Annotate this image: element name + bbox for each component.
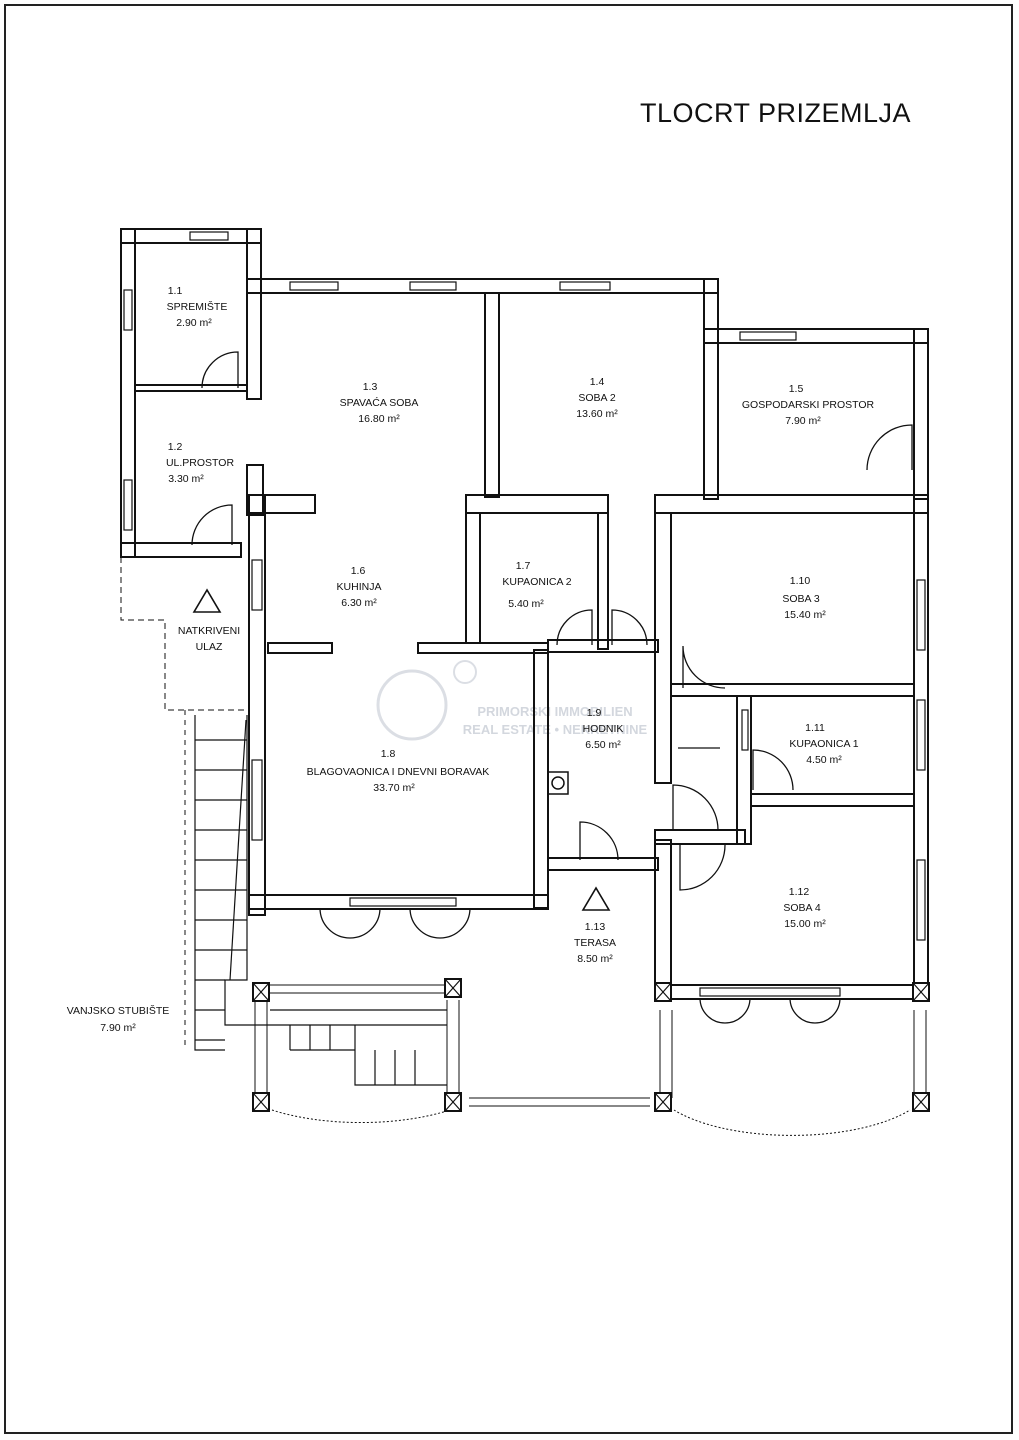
room-area: 16.80 m²	[358, 413, 400, 425]
room-area: 33.70 m²	[373, 782, 415, 794]
room-number: 1.4	[590, 376, 605, 388]
outdoor-stairs	[194, 715, 447, 1086]
room-name: SOBA 3	[782, 593, 820, 605]
room-number: 1.5	[789, 383, 804, 395]
room-1-2: 1.2 UL.PROSTOR 3.30 m²	[166, 441, 234, 485]
stairs-label: VANJSKO STUBIŠTE 7.90 m²	[67, 1004, 170, 1034]
room-1-12: 1.12 SOBA 4 15.00 m²	[783, 886, 826, 930]
windows	[123, 231, 926, 997]
room-labels: 1.1 SPREMIŠTE 2.90 m² 1.2 UL.PROSTOR 3.3…	[67, 285, 875, 1034]
room-name: UL.PROSTOR	[166, 457, 234, 469]
room-area: 6.50 m²	[585, 739, 621, 751]
room-1-3: 1.3 SPAVAĆA SOBA 16.80 m²	[340, 381, 419, 425]
room-name: SPAVAĆA SOBA	[340, 396, 419, 409]
entrance-line-1: NATKRIVENI	[178, 625, 240, 637]
room-1-7: 1.7 KUPAONICA 2 5.40 m²	[502, 560, 571, 610]
walls	[120, 228, 929, 1001]
room-name: KUPAONICA 2	[502, 576, 571, 588]
room-name: TERASA	[574, 937, 616, 949]
room-1-4: 1.4 SOBA 2 13.60 m²	[576, 376, 618, 420]
room-area: 13.60 m²	[576, 408, 618, 420]
room-1-11: 1.11 KUPAONICA 1 4.50 m²	[789, 722, 858, 766]
room-number: 1.13	[585, 921, 606, 933]
room-1-9: 1.9 HODNIK 6.50 m²	[583, 707, 624, 751]
room-area: 2.90 m²	[176, 317, 212, 329]
room-1-1: 1.1 SPREMIŠTE 2.90 m²	[167, 285, 228, 329]
room-area: 4.50 m²	[806, 754, 842, 766]
chimney-icon	[547, 771, 569, 795]
room-name: KUPAONICA 1	[789, 738, 858, 750]
room-area: 15.00 m²	[784, 918, 826, 930]
room-number: 1.9	[587, 707, 602, 719]
room-number: 1.11	[805, 722, 825, 734]
level-marker-icons	[192, 588, 611, 911]
room-name: KUHINJA	[337, 581, 382, 593]
stairs-area: 7.90 m²	[100, 1022, 136, 1034]
room-name: HODNIK	[583, 723, 624, 735]
room-1-6: 1.6 KUHINJA 6.30 m²	[337, 565, 382, 609]
room-area: 15.40 m²	[784, 609, 826, 621]
room-name: GOSPODARSKI PROSTOR	[742, 399, 875, 411]
room-number: 1.3	[363, 381, 378, 393]
entrance-label: NATKRIVENI ULAZ	[178, 625, 240, 653]
terrace-outline	[120, 557, 927, 1136]
room-1-13: 1.13 TERASA 8.50 m²	[574, 921, 616, 965]
room-area: 7.90 m²	[785, 415, 821, 427]
watermark-line-1: PRIMORSKI IMMOBILIEN	[477, 704, 632, 719]
entrance-line-2: ULAZ	[196, 641, 223, 653]
room-1-10: 1.10 SOBA 3 15.40 m²	[782, 575, 826, 621]
watermark-line-2: REAL ESTATE • NEKRETNINE	[463, 722, 648, 737]
room-1-8: 1.8 BLAGOVAONICA I DNEVNI BORAVAK 33.70 …	[307, 748, 490, 794]
room-area: 6.30 m²	[341, 597, 377, 609]
room-number: 1.12	[789, 886, 810, 898]
room-1-5: 1.5 GOSPODARSKI PROSTOR 7.90 m²	[742, 383, 875, 427]
room-number: 1.10	[790, 575, 811, 587]
room-area: 8.50 m²	[577, 953, 613, 965]
room-number: 1.1	[168, 285, 183, 297]
doors	[191, 351, 913, 1024]
room-number: 1.8	[381, 748, 396, 760]
room-area: 3.30 m²	[168, 473, 204, 485]
room-number: 1.7	[516, 560, 531, 572]
room-name: SOBA 4	[783, 902, 821, 914]
watermark: PRIMORSKI IMMOBILIEN REAL ESTATE • NEKRE…	[376, 660, 648, 741]
room-name: SPREMIŠTE	[167, 300, 228, 313]
room-name: BLAGOVAONICA I DNEVNI BORAVAK	[307, 766, 490, 778]
page-title: TLOCRT PRIZEMLJA	[640, 98, 912, 128]
room-area: 5.40 m²	[508, 598, 544, 610]
room-number: 1.6	[351, 565, 366, 577]
stairs-name: VANJSKO STUBIŠTE	[67, 1004, 170, 1017]
room-number: 1.2	[168, 441, 183, 453]
room-name: SOBA 2	[578, 392, 616, 404]
